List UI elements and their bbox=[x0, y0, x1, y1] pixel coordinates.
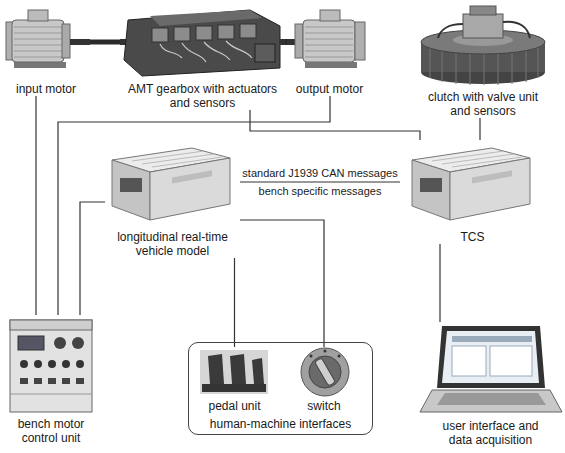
part-label: human-machine interfaces bbox=[191, 417, 371, 431]
laptop-picture bbox=[420, 326, 562, 412]
group-box: human-machine interfaces pedal unit switch bbox=[188, 342, 373, 435]
connector-line bbox=[58, 96, 330, 315]
part-label: pedal unit bbox=[197, 399, 272, 413]
connector-line bbox=[240, 220, 324, 347]
output-motor-picture bbox=[287, 10, 365, 68]
edge-label: standard J1939 CAN messages bbox=[240, 167, 399, 180]
tcs-ecu-picture bbox=[412, 148, 530, 220]
switch-node: switch bbox=[284, 347, 364, 413]
ecu-node: TCS bbox=[400, 140, 545, 244]
part-label: output motor bbox=[287, 82, 372, 96]
shaft-line bbox=[285, 40, 287, 45]
connector-line bbox=[80, 202, 105, 315]
part-label: TCS bbox=[403, 230, 543, 244]
part-label: AMT gearbox with actuators and sensors bbox=[128, 82, 278, 110]
switch-picture bbox=[301, 348, 349, 396]
vehicle-model-ecu-picture bbox=[112, 148, 230, 220]
part-label: user interface and data acquisition bbox=[432, 419, 550, 447]
gearbox-picture bbox=[120, 10, 287, 76]
connector-line bbox=[35, 96, 36, 315]
input-motor-picture bbox=[6, 10, 90, 68]
connector-line bbox=[240, 181, 400, 182]
clutch-node: clutch with valve unit and sensors bbox=[408, 0, 558, 118]
part-label: clutch with valve unit and sensors bbox=[418, 90, 548, 118]
part-label: input motor bbox=[2, 82, 90, 96]
laptop-node: user interface and data acquisition bbox=[418, 322, 563, 447]
cabinet-node: bench motor control unit bbox=[2, 315, 100, 445]
shaft-line bbox=[90, 40, 120, 45]
connector-line bbox=[479, 118, 480, 140]
pedal-picture bbox=[200, 350, 268, 394]
connector-line bbox=[250, 110, 420, 140]
part-label: longitudinal real-time vehicle model bbox=[108, 230, 238, 258]
connector-line bbox=[234, 258, 235, 347]
motor-node: output motor bbox=[287, 2, 372, 96]
pedal-node: pedal unit bbox=[197, 347, 272, 413]
control-cabinet-picture bbox=[10, 320, 92, 412]
clutch-picture bbox=[421, 6, 545, 85]
part-label: switch bbox=[284, 399, 364, 413]
ecu-node: longitudinal real-time vehicle model bbox=[105, 140, 240, 258]
connector-line bbox=[439, 244, 440, 322]
message-label: bench specific messages bbox=[257, 185, 384, 198]
gearbox-node: AMT gearbox with actuators and sensors bbox=[120, 0, 285, 110]
motor-node: input motor bbox=[2, 2, 90, 96]
part-label: bench motor control unit bbox=[11, 417, 91, 445]
